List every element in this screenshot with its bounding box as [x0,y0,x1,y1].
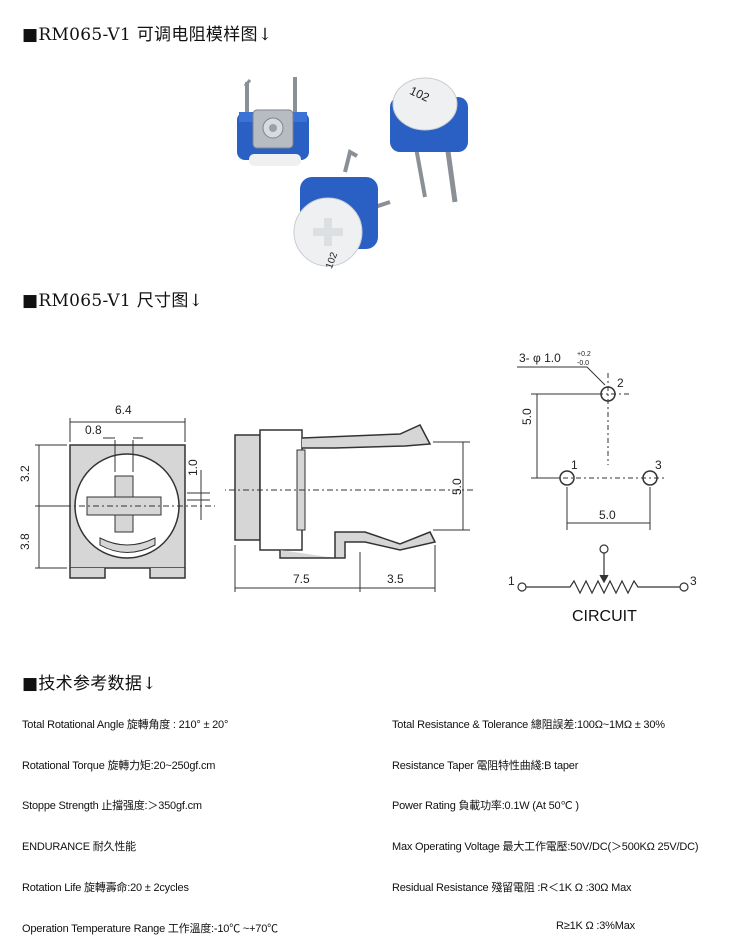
spec-rotation-life: Rotation Life 旋轉壽命:20 ± 2cycles [22,882,189,894]
spec-rotational-torque: Rotational Torque 旋轉力矩:20~250gf.cm [22,760,216,772]
pin-layout-drawing: 3- φ 1.0 +0.2 -0.0 5.0 5.0 2 1 3 [517,351,665,530]
pin-2-label: 2 [617,376,624,390]
circuit-diagram: 1 3 CIRCUIT [508,544,697,625]
resistor-right: 102 [390,77,468,203]
dim-upper: 3.2 [18,465,32,482]
dim-offset: 1.0 [186,459,200,476]
front-view-drawing: 6.4 0.8 3.2 3.8 1.0 [18,403,215,579]
specs-heading: ■技术参考数据↓ [22,674,157,694]
pin-3-label: 3 [655,458,662,472]
product-photo: 102 102 [237,77,468,270]
circuit-pin-1: 1 [508,574,515,588]
spec-residual-resistance: Residual Resistance 殘留電阻 :R＜1K Ω :30Ω Ma… [392,882,632,894]
spec-rotation-angle: Total Rotational Angle 旋轉角度 : 210° ± 20° [22,719,229,731]
sample-heading: ■RM065-V1 可调电阻模样图↓ [22,25,273,45]
dim-lower: 3.8 [18,533,32,550]
dim-height: 5.0 [450,478,464,495]
pin-1-label: 1 [571,458,578,472]
circuit-label: CIRCUIT [572,608,637,625]
dim-body: 7.5 [293,572,310,586]
spec-max-voltage: Max Operating Voltage 最大工作電壓:50V/DC(＞500… [392,841,699,853]
spec-power-rating: Power Rating 負載功率:0.1W (At 50℃ ) [392,800,579,812]
hole-tol-minus: -0.0 [577,360,589,367]
spec-temperature-range: Operation Temperature Range 工作溫度:-10℃ ~+… [22,923,278,935]
spec-residual-resistance-high: R≥1K Ω :3%Max [556,920,635,932]
pin-horizontal-spacing: 5.0 [599,508,616,522]
circuit-pin-3: 3 [690,574,697,588]
resistor-front: 102 [293,148,391,270]
dimensions-heading: ■RM065-V1 尺寸图↓ [22,291,204,311]
spec-total-resistance: Total Resistance & Tolerance 總阻誤差:100Ω~1… [392,719,665,731]
hole-spec: 3- φ 1.0 [519,351,561,365]
resistor-back-left [237,77,309,166]
hole-tol-plus: +0.2 [577,351,591,358]
dim-width: 6.4 [115,403,132,417]
side-view-drawing: 7.5 3.5 5.0 [225,424,475,592]
dim-leads: 3.5 [387,572,404,586]
dim-slot: 0.8 [85,423,102,437]
spec-endurance: ENDURANCE 耐久性能 [22,841,136,853]
spec-resistance-taper: Resistance Taper 電阻特性曲綫:B taper [392,760,579,772]
spec-stop-strength: Stoppe Strength 止擋强度:＞350gf.cm [22,800,202,812]
pin-vertical-spacing: 5.0 [520,408,534,425]
